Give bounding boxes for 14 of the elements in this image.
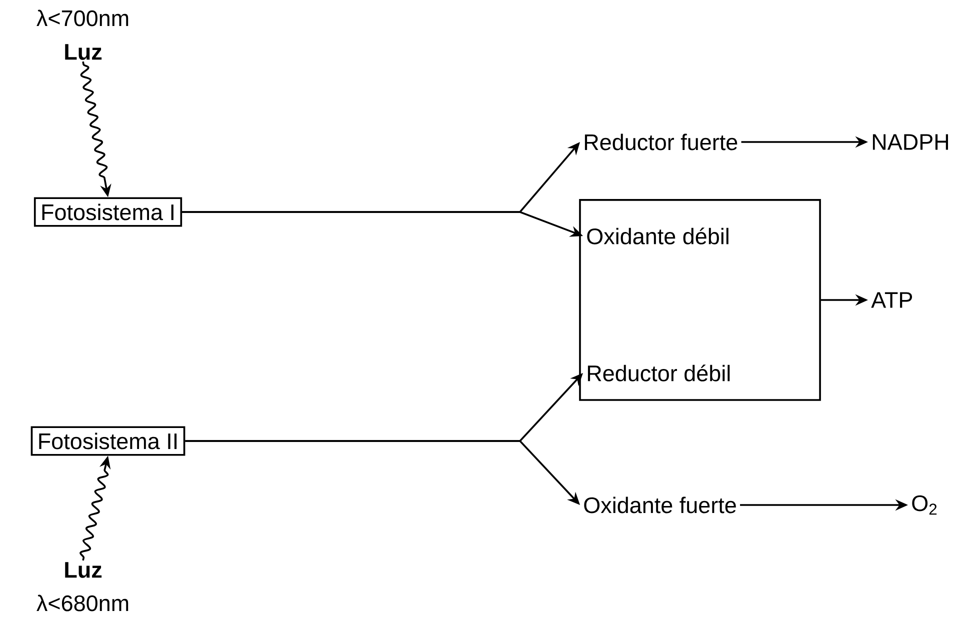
process-box: Fotosistema II	[30, 426, 186, 456]
light-label: Luz	[65, 562, 102, 578]
text-label: O$_{2}$	[912, 495, 937, 515]
text-label: Reductor fuerte	[584, 134, 738, 150]
text-label: Oxidante débil	[587, 228, 728, 244]
wavelength-label: λ<700nm	[36, 10, 128, 26]
wavelength-label: λ<680nm	[36, 594, 128, 612]
text-label: NADPH	[872, 134, 948, 150]
text-label: Oxidante fuerte	[584, 496, 736, 514]
box	[579, 199, 821, 401]
process-box: Fotosistema I	[34, 197, 182, 227]
text-label: Reductor débil	[588, 364, 730, 382]
light-label: Luz	[65, 44, 102, 60]
text-label: ATP	[871, 292, 912, 308]
